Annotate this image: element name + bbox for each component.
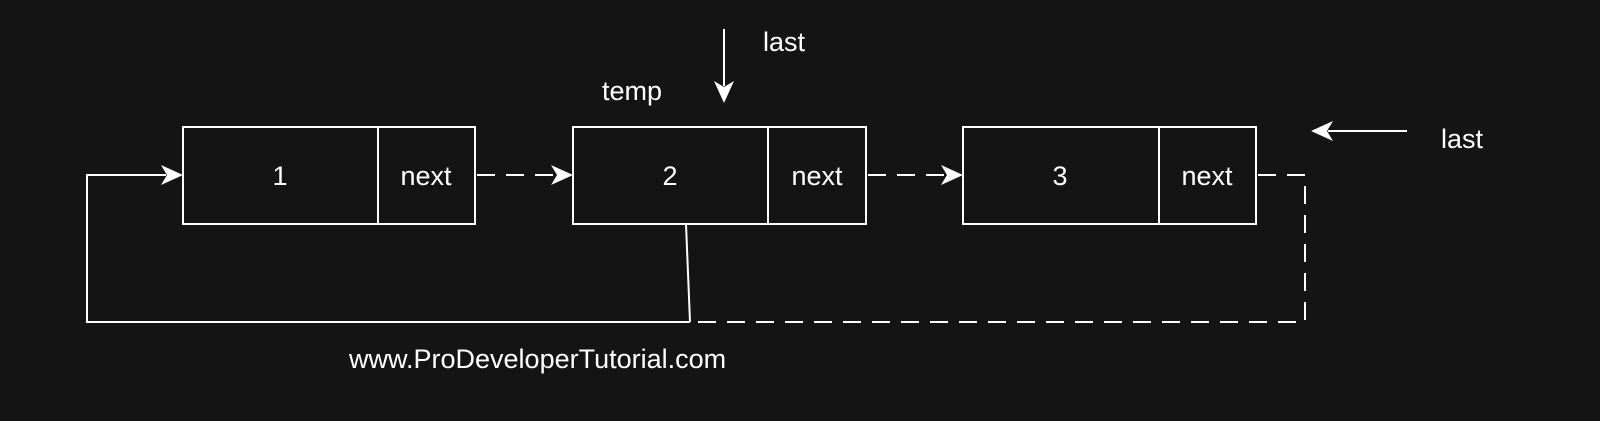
link-arrow-1-to-2 (477, 165, 573, 185)
node-2: 2 next (572, 126, 867, 225)
temp-label: temp (602, 76, 662, 106)
node-2-value: 2 (662, 161, 677, 191)
temp-link-line (685, 223, 691, 323)
node-1-next-label: next (400, 161, 452, 191)
arrowhead-icon (551, 165, 573, 185)
last-label-right: last (1441, 124, 1484, 154)
node-3-value: 3 (1052, 161, 1067, 191)
last-pointer-top (714, 29, 734, 103)
node-3: 3 next (962, 126, 1257, 225)
node-3-next-cell (1158, 126, 1257, 225)
arrowhead-icon (1311, 121, 1333, 141)
node-1: 1 next (182, 126, 476, 225)
link-dashed-return-path (690, 174, 1306, 323)
last-label-top: last (763, 27, 806, 57)
footer-url: www.ProDeveloperTutorial.com (348, 344, 726, 374)
node-1-value: 1 (272, 161, 287, 191)
node-3-next-label: next (1181, 161, 1233, 191)
link-arrow-2-to-3 (868, 165, 963, 185)
node-1-next-cell (377, 126, 476, 225)
node-2-next-label: next (791, 161, 843, 191)
node-2-next-cell (767, 126, 867, 225)
arrowhead-icon (714, 81, 734, 103)
last-pointer-right (1311, 121, 1407, 141)
link-loop-back-to-node-1 (86, 165, 690, 323)
arrowhead-icon (941, 165, 963, 185)
arrowhead-icon (161, 165, 183, 185)
